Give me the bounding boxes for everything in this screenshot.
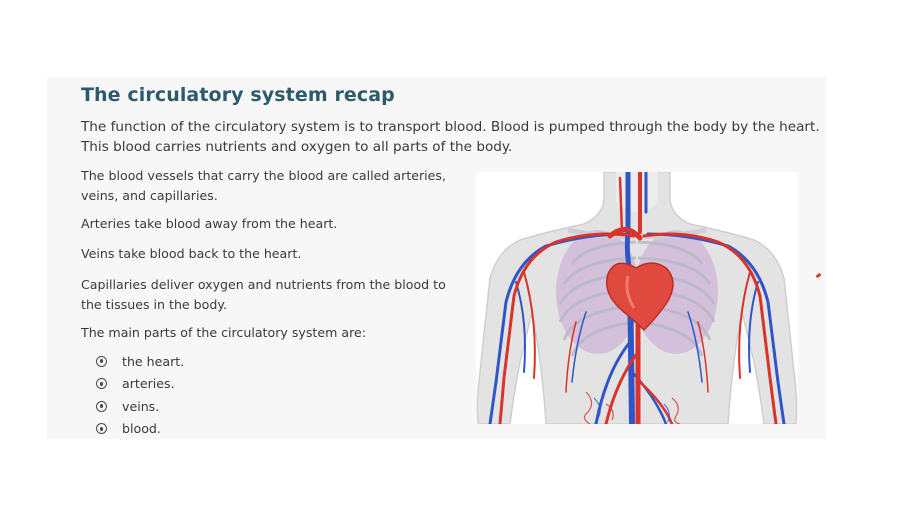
main-parts-list: the heart. arteries. veins. blood. (96, 350, 184, 440)
main-parts-heading: The main parts of the circulatory system… (81, 325, 366, 340)
arteries-paragraph: Arteries take blood away from the heart. (81, 216, 338, 231)
list-item: blood. (96, 418, 184, 441)
list-item-label: veins. (122, 398, 160, 414)
venules (593, 397, 670, 423)
list-item: the heart. (96, 350, 184, 373)
neck (616, 172, 658, 212)
circle-dot-icon (96, 423, 107, 435)
vessels-paragraph: The blood vessels that carry the blood a… (81, 168, 446, 203)
heart-highlight (625, 275, 636, 309)
heart (606, 262, 674, 332)
circle-dot-icon (96, 400, 107, 412)
list-item-label: blood. (122, 421, 161, 437)
circulatory-system-illustration (476, 172, 798, 424)
capillaries (583, 391, 681, 424)
veins-paragraph: Veins take blood back to the heart. (81, 246, 302, 261)
list-item-label: the heart. (122, 353, 185, 369)
intro-paragraph: The function of the circulatory system i… (81, 119, 820, 155)
circle-dot-icon (96, 355, 107, 367)
list-item: arteries. (96, 373, 184, 396)
list-item: veins. (96, 395, 184, 418)
slide-title: The circulatory system recap (81, 84, 395, 106)
capillaries-paragraph: Capillaries deliver oxygen and nutrients… (81, 277, 446, 312)
circulatory-system-icon (476, 172, 798, 424)
artery-network (498, 172, 778, 424)
list-item-label: arteries. (122, 376, 175, 392)
circle-dot-icon (96, 378, 107, 390)
